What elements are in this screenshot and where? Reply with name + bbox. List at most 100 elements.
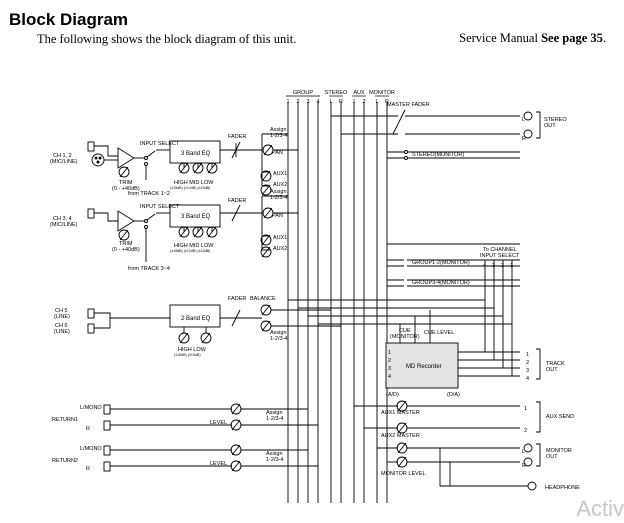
label-pan-ch34: PAN	[272, 213, 283, 219]
reference-link[interactable]: See page 35	[541, 31, 603, 45]
activation-watermark: Activ	[576, 496, 624, 521]
page-subtitle: The following shows the block diagram of…	[37, 32, 297, 46]
label-hml-ch34: HIGH MID LOW	[174, 243, 214, 249]
channel-strip-ch34	[87, 195, 298, 262]
bus-bars	[287, 102, 388, 503]
label-return1-r: R	[86, 426, 90, 432]
bus-group-3: 3	[306, 99, 309, 105]
aux-monitor-section	[354, 400, 541, 491]
label-md-1: 1	[388, 350, 391, 356]
label-eq3-ch12: 3 Band EQ	[181, 151, 211, 157]
label-return2: RETURN2	[52, 458, 78, 464]
label-track-3: 3	[526, 368, 529, 374]
label-fader-ch34: FADER	[228, 198, 246, 204]
label-monitor-out: MONITOR	[546, 448, 572, 454]
label-assign-val-ch34: 1-2/3-4	[270, 195, 287, 201]
label-track-4: 4	[526, 376, 529, 382]
reference-prefix: Service Manual	[459, 31, 538, 45]
return-strips	[103, 403, 318, 472]
service-manual-reference: Service Manual See page 35.	[459, 31, 606, 46]
label-md-2: 2	[388, 358, 391, 364]
headphone-jack-icon	[527, 481, 537, 491]
bus-aux-2: 2	[362, 99, 365, 105]
label-tc-3: 3	[492, 263, 495, 269]
label-ch34-type: (MIC/LINE)	[50, 222, 78, 228]
phone-jack-icon	[87, 308, 95, 319]
label-assign-return2: Assign	[266, 451, 283, 457]
label-return2-r: R	[86, 466, 90, 472]
phone-jack-icon	[103, 404, 111, 415]
label-assign-ch34: Assign	[270, 189, 287, 195]
phone-jack-icon	[103, 445, 111, 456]
label-cue-level: CUE LEVEL	[424, 330, 454, 336]
label-balance-ch56: BALANCE	[250, 296, 276, 302]
phone-jack-icon	[87, 208, 95, 219]
label-assign-ch12: Assign	[270, 127, 287, 133]
label-ch5-type: (LINE)	[54, 314, 70, 320]
label-ch12-type: (MIC/LINE)	[50, 159, 78, 165]
label-return1-level: LEVEL	[210, 420, 227, 426]
label-tc-2: 2	[501, 263, 504, 269]
label-group12-monitor: GROUP1-2(MONITOR)	[412, 260, 470, 266]
eq2-box-ch56	[169, 304, 221, 328]
label-assign-val-return2: 1-2/3-4	[266, 457, 283, 463]
label-fader-ch12: FADER	[228, 134, 246, 140]
label-ch5: CH 5	[55, 308, 68, 314]
label-track-2: 2	[526, 360, 529, 366]
reference-suffix: .	[602, 31, 606, 45]
label-fader-ch56: FADER	[228, 296, 246, 302]
page-title: Block Diagram	[9, 10, 129, 29]
phone-jack-icon	[103, 420, 111, 431]
md-recorder-section	[385, 310, 541, 389]
label-assign-return1: Assign	[266, 410, 283, 416]
label-cue-monitor: (MONITOR)	[390, 334, 420, 340]
bus-group-1: 1	[286, 99, 289, 105]
bus-aux-1: 1	[352, 99, 355, 105]
label-return1-lmono: L/MONO	[80, 405, 102, 411]
label-trim-ch12: TRIM	[119, 180, 133, 186]
bus-label-stereo: STEREO	[325, 90, 348, 96]
label-ad: (A/D)	[386, 392, 399, 398]
label-md-4: 4	[388, 374, 391, 380]
label-headphone: HEADPHONE	[545, 485, 580, 491]
label-hl-ch56: HIGH LOW	[178, 347, 207, 353]
phone-jack-icon	[87, 141, 95, 152]
channel-strip-ch56	[87, 304, 341, 344]
preamp-icon	[117, 210, 135, 232]
phone-jack-icon	[87, 323, 95, 334]
label-to-channel-select: INPUT SELECT	[480, 253, 520, 259]
label-assign-ch56: Assign	[270, 330, 287, 336]
label-aux2-ch12: AUX2	[273, 182, 287, 188]
label-aux2-master: AUX2 MASTER	[381, 433, 420, 439]
label-stereo-r: R	[522, 136, 526, 142]
label-aux1-ch12: AUX1	[273, 171, 287, 177]
label-eq2-gain-ch56: (±15dB) (±15dB)	[174, 353, 201, 357]
label-group34-monitor: GROUP3-4(MONITOR)	[412, 280, 470, 286]
label-input-select-ch34: INPUT SELECT	[140, 204, 180, 210]
bus-group-4: 4	[316, 99, 319, 105]
label-return2-lmono: L/MONO	[80, 446, 102, 452]
label-assign-val-ch12: 1-2/3-4	[270, 133, 287, 139]
label-aux1-master: AUX1 MASTER	[381, 410, 420, 416]
bus-monitor-l: L	[375, 99, 378, 105]
xlr-jack-icon	[91, 153, 105, 167]
label-track-1: 1	[526, 352, 529, 358]
label-master-fader: MASTER FADER	[387, 102, 430, 108]
label-track-out: TRACK	[546, 361, 565, 367]
label-monitor-r: R	[522, 463, 526, 469]
preamp-icon	[117, 147, 135, 169]
stereo-out-r-jack-icon	[523, 129, 533, 139]
label-ch6: CH 6	[55, 323, 68, 329]
label-eq3-gain-ch12: (±15dB) (±12dB) (±15dB)	[170, 186, 210, 190]
bus-label-group: GROUP	[293, 90, 314, 96]
phone-jack-icon	[103, 461, 111, 472]
bus-group-2: 2	[296, 99, 299, 105]
master-section	[331, 109, 541, 160]
label-md-recorder: MD Recorder	[406, 364, 442, 370]
label-stereo-out: STEREO	[544, 117, 567, 123]
label-pan-ch12: PAN	[272, 150, 283, 156]
group-monitor-section	[288, 243, 520, 376]
channel-strip-ch12	[87, 133, 298, 196]
label-trim-range-ch34: (0 - +40dB)	[112, 247, 140, 253]
